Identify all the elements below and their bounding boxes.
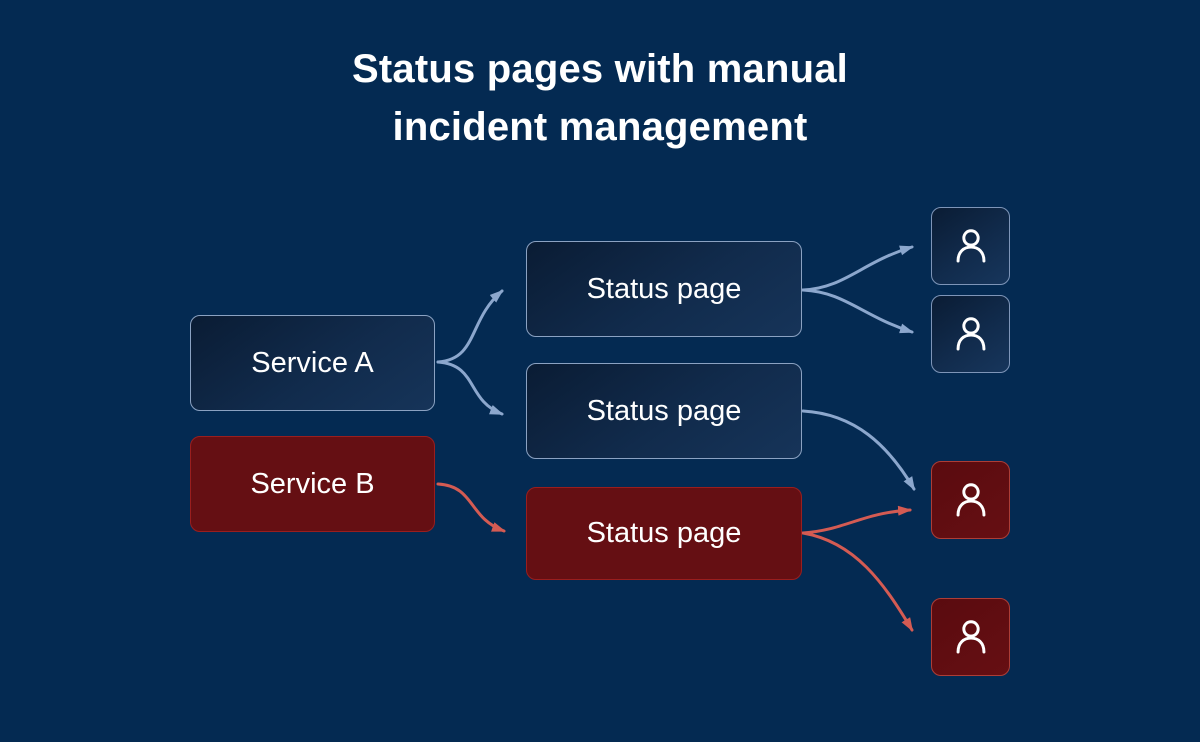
edge-service-a-status-1 bbox=[436, 289, 504, 364]
title-line-2: incident management bbox=[392, 105, 808, 149]
node-status-page-1-label: Status page bbox=[586, 272, 742, 305]
edge-status-1-subscriber-2 bbox=[801, 288, 914, 334]
person-icon bbox=[956, 229, 985, 263]
node-status-page-2-label: Status page bbox=[586, 394, 742, 427]
diagram-title: Status pages with manual incident manage… bbox=[0, 40, 1200, 156]
node-service-b-label: Service B bbox=[250, 467, 375, 500]
node-subscriber-4 bbox=[931, 598, 1010, 676]
node-subscriber-3 bbox=[931, 461, 1010, 539]
node-status-page-3-label: Status page bbox=[586, 517, 742, 549]
edge-status-2-subscriber-3 bbox=[801, 409, 916, 491]
node-status-page-3: Status page bbox=[526, 487, 802, 580]
node-status-page-1: Status page bbox=[526, 241, 802, 337]
edge-service-b-status-3 bbox=[436, 482, 506, 533]
node-service-b: Service B bbox=[190, 436, 435, 532]
person-icon bbox=[956, 620, 985, 654]
edge-status-3-subscriber-3 bbox=[801, 505, 912, 535]
edge-service-a-status-2 bbox=[436, 360, 504, 416]
node-service-a: Service A bbox=[190, 315, 435, 411]
person-icon bbox=[956, 317, 985, 351]
node-service-a-label: Service A bbox=[251, 346, 374, 379]
node-subscriber-1 bbox=[931, 207, 1010, 285]
edge-status-3-subscriber-4 bbox=[801, 531, 914, 632]
node-status-page-2: Status page bbox=[526, 363, 802, 459]
edge-status-1-subscriber-1 bbox=[801, 245, 914, 292]
person-icon bbox=[956, 483, 985, 517]
title-line-1: Status pages with manual bbox=[351, 47, 848, 91]
node-subscriber-2 bbox=[931, 295, 1010, 373]
